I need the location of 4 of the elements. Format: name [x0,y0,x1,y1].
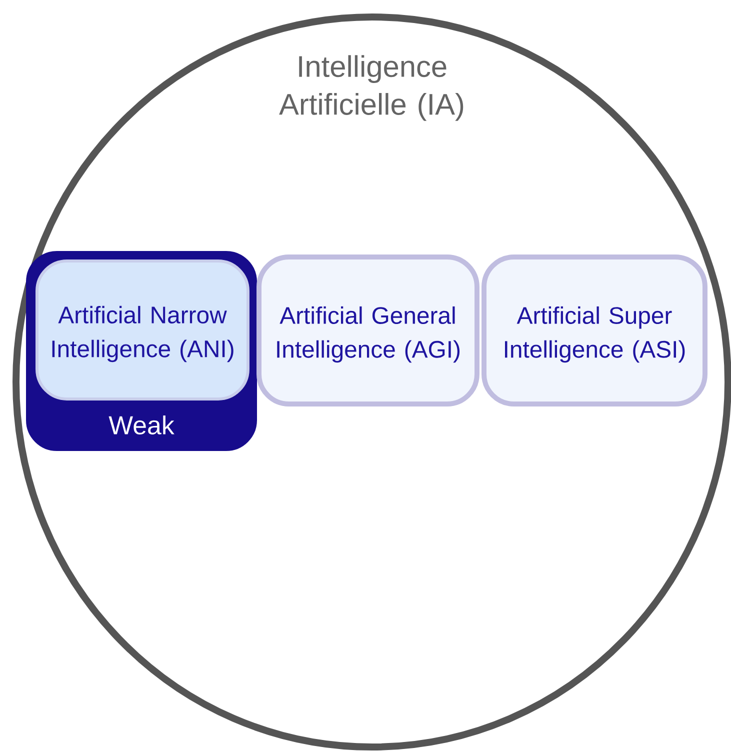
box-label: Weak [108,416,174,435]
box-label: Artificial Narrow Intelligence (ANI) [52,306,234,362]
title: Intelligence Artificielle (IA) [279,55,464,121]
box-label: Artificial General Intelligence (AGI) [277,306,460,363]
